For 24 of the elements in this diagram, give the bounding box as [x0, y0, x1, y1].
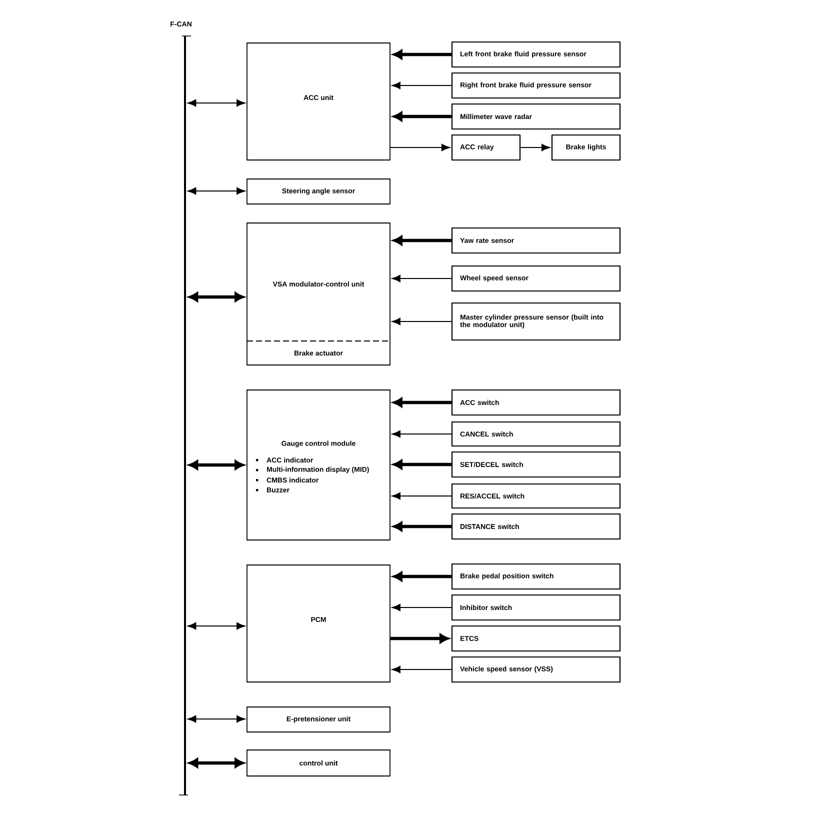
arrow — [392, 274, 452, 282]
arrow — [393, 522, 452, 532]
arrow — [188, 460, 244, 470]
arrow — [188, 622, 246, 630]
arrow — [188, 758, 244, 768]
arrow — [393, 460, 452, 470]
arrow — [188, 292, 244, 302]
arrow — [393, 50, 452, 60]
arrow — [520, 144, 550, 152]
arrow — [188, 715, 246, 723]
arrow — [392, 430, 452, 438]
arrow — [188, 187, 246, 195]
arrow — [393, 572, 452, 582]
arrow — [392, 82, 452, 90]
arrow — [390, 634, 449, 644]
arrow — [392, 666, 452, 674]
arrow — [392, 492, 452, 500]
arrow — [392, 604, 452, 612]
arrow — [392, 318, 452, 326]
arrow — [393, 112, 452, 122]
arrow — [188, 99, 246, 107]
arrow — [393, 398, 452, 408]
arrow — [390, 144, 450, 152]
arrow — [393, 236, 452, 246]
